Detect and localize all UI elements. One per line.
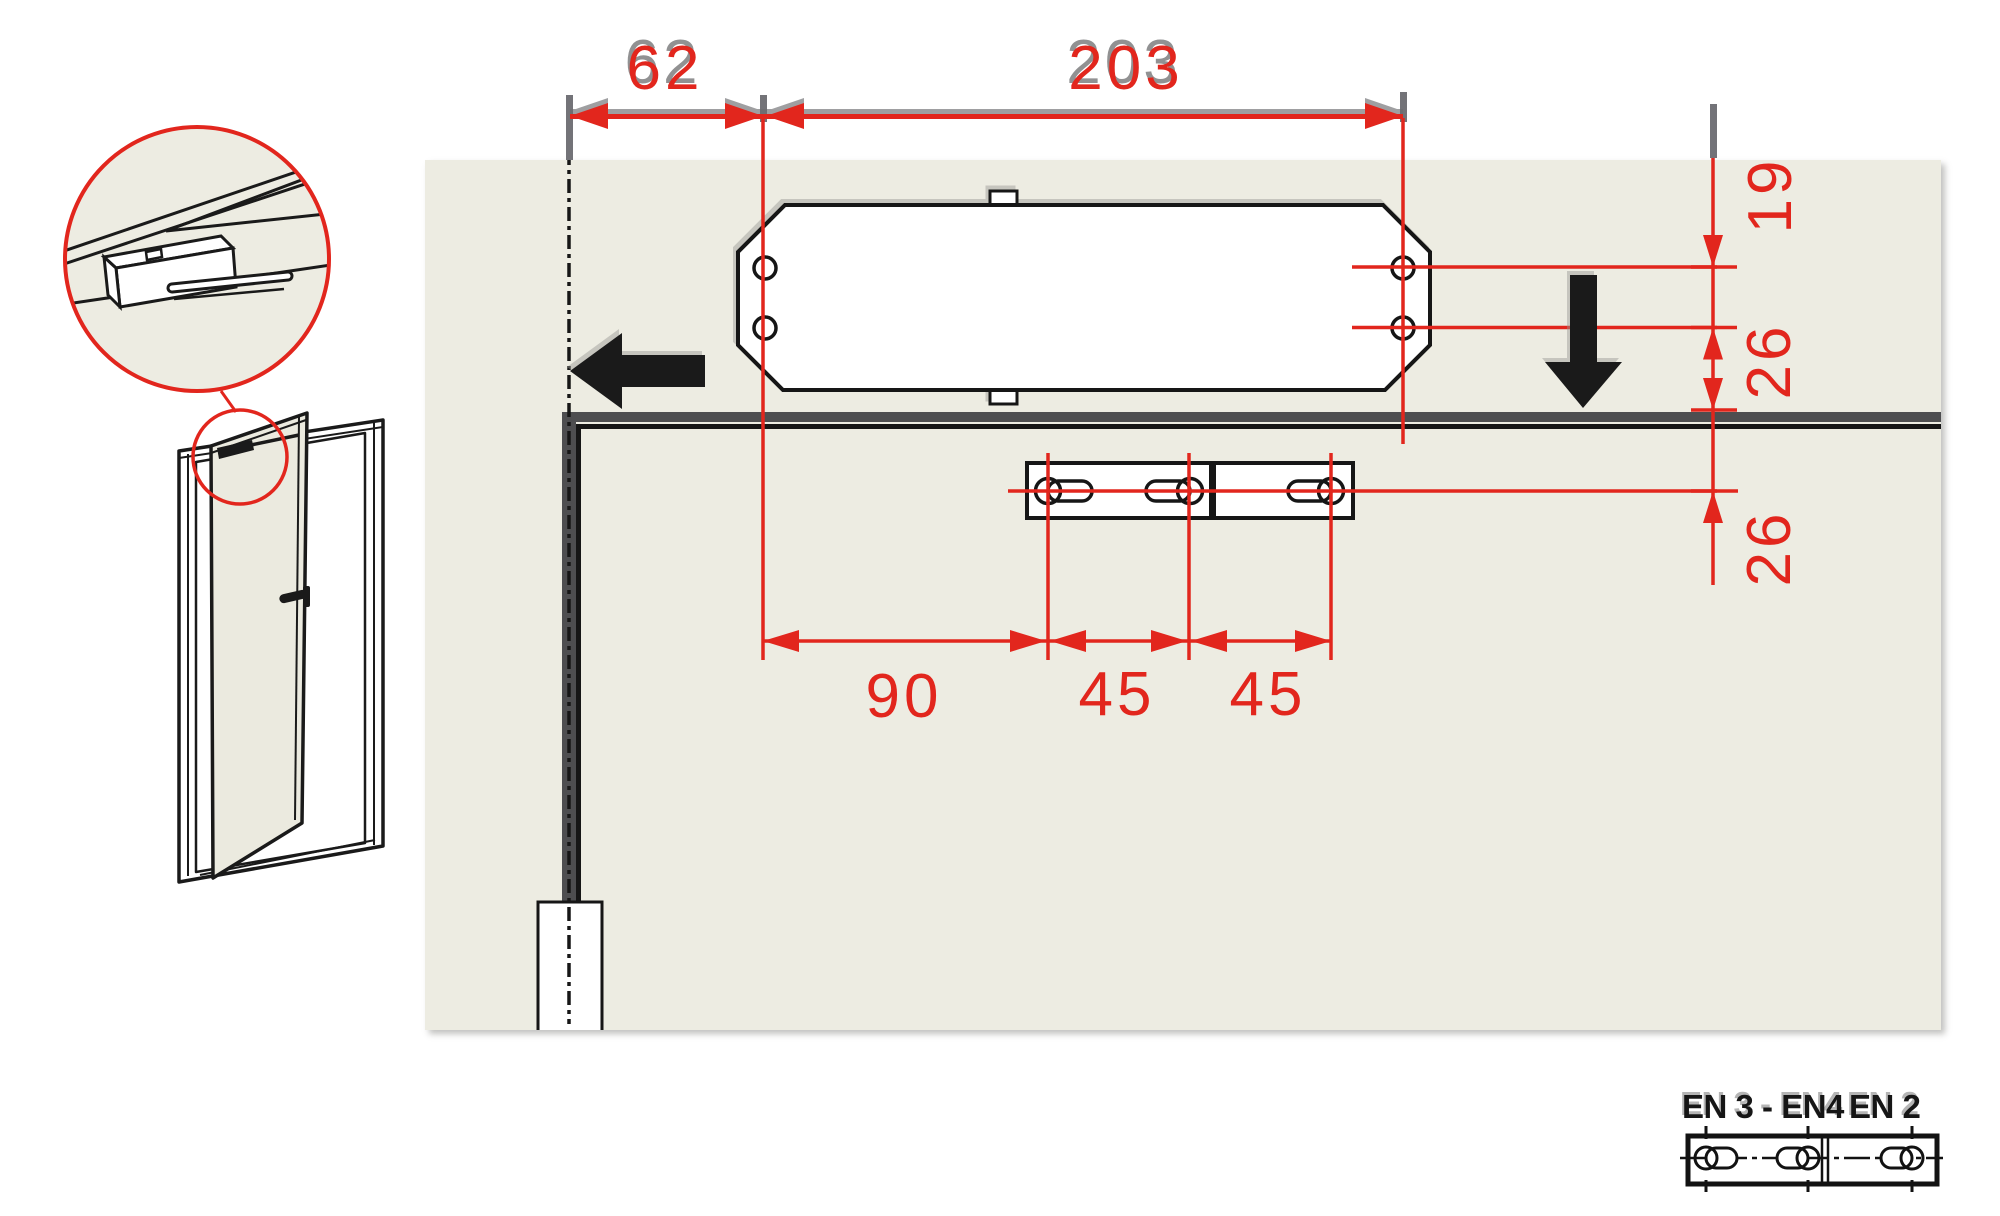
- detail-circle-big: [63, 125, 331, 393]
- detail-connector-line: [219, 390, 238, 413]
- door-closer-small: [217, 440, 254, 459]
- screw-hole: [752, 255, 778, 281]
- dim-label-45-left: 45: [1078, 660, 1156, 729]
- en-range-label: EN 3 - EN4: [1682, 1088, 1844, 1125]
- mounting-template: [736, 189, 1432, 406]
- en-2-label: EN 2: [1849, 1088, 1921, 1125]
- extension-lines-gray: [566, 92, 1717, 160]
- en-legend-diagram: [1680, 1126, 1943, 1192]
- dim-label-26-upper: 26: [1735, 322, 1804, 400]
- dim-label-45-right: 45: [1229, 660, 1307, 729]
- left-arrow-icon: [570, 333, 705, 409]
- detail-bubble: [63, 125, 331, 393]
- mounting-template-outline: [736, 203, 1432, 392]
- dimension-top: [570, 103, 1403, 129]
- screw-hole: [752, 315, 778, 341]
- dim-label-90: 90: [865, 662, 943, 731]
- dim-label-203: 203: [1068, 34, 1184, 103]
- dimension-red-lines: [761, 116, 1738, 660]
- down-arrow-icon: [1545, 275, 1622, 408]
- dim-label-62: 62: [626, 34, 704, 103]
- dim-label-26-lower: 26: [1735, 509, 1804, 587]
- door-leaf: [209, 411, 309, 880]
- detail-circle-small: [191, 408, 289, 506]
- direction-arrows: [570, 275, 1622, 409]
- dim-label-19: 19: [1736, 156, 1805, 234]
- door-handle: [279, 589, 307, 604]
